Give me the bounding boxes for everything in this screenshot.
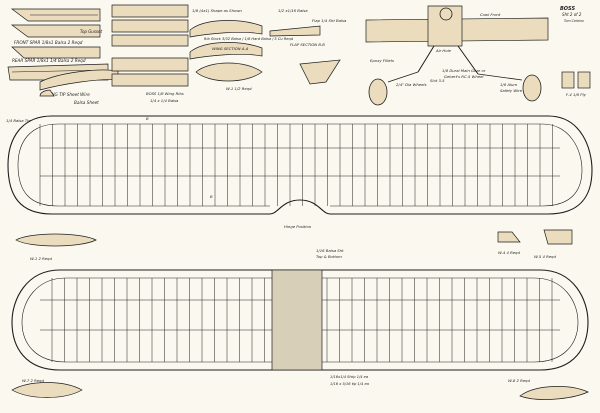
wing-tip-label: WING TIP Sheet Wire bbox=[46, 92, 90, 97]
slot-note-label: Slot 3.5 bbox=[430, 78, 445, 83]
center-sheet2-label: Top & Bottom bbox=[316, 254, 342, 259]
w1-half-label: W-1 1/2 Reqd bbox=[226, 86, 252, 91]
cowl-front-label: Cowl Front bbox=[480, 12, 501, 17]
b-marker-upper: B bbox=[146, 116, 149, 121]
w7-reqd-label: W-7 2 Reqd bbox=[22, 378, 44, 383]
b-marker-lower: B bbox=[210, 194, 213, 199]
trailing-note-label: 1/16x1/4 Strip 1/4 ea bbox=[330, 375, 368, 379]
gear-note-label: 1/8 Dural Main Gear or bbox=[442, 68, 486, 73]
w5-reqd-label: W-5 4 Reqd bbox=[534, 254, 556, 259]
air-hole-label: Air Hole bbox=[435, 48, 452, 53]
center-sheet-label: 1/16 Balsa Sht bbox=[316, 248, 344, 253]
w7-rib-part bbox=[11, 382, 83, 398]
block-sheet: Sht 2 of 2 bbox=[562, 12, 582, 17]
rear-spar-label: REAR SPAR 1/8x1 1/4 Balsa 2 Reqd bbox=[12, 58, 86, 63]
rib-note-label: 1/8 (4x1) Shape as Shown bbox=[192, 8, 242, 13]
block-title: BOSS bbox=[560, 6, 575, 12]
balsa-tip-label: 1/4 Balsa Tip bbox=[6, 118, 31, 123]
flap-section-bb bbox=[269, 25, 321, 37]
w8-rib-part bbox=[519, 386, 589, 400]
rear-spar-part bbox=[11, 46, 101, 59]
wing-section-label: WING SECTION A-A bbox=[212, 46, 249, 51]
flap-section-label: FLAP SECTION B-B bbox=[290, 42, 325, 47]
rib-profile-parts bbox=[39, 59, 341, 97]
hinge-note-label: 1/8 Alum bbox=[500, 82, 517, 87]
w4-w5-parts bbox=[497, 229, 573, 245]
wheel-note-label: 2/4" Dia Wheels bbox=[396, 82, 426, 87]
upper-wing-panel bbox=[7, 115, 593, 215]
block-author: Tom Cerbino bbox=[564, 19, 584, 23]
landing-gear-detail bbox=[365, 5, 591, 106]
w1-rib-part bbox=[15, 233, 97, 247]
f4-note-label: F-4 1/8 Ply bbox=[566, 92, 587, 97]
lower-wing-ribs bbox=[51, 278, 553, 362]
top-gusset-label: Top Gusset bbox=[80, 29, 102, 34]
front-spar-part bbox=[10, 8, 101, 38]
front-spar-label: FRONT SPAR 1/8x1 Balsa 2 Reqd bbox=[14, 40, 83, 45]
rib-stock-label: Rib Stock 3/32 Balsa / 1/8 Hard Balsa / … bbox=[204, 37, 294, 41]
w8-reqd-label: W-8 2 Reqd bbox=[508, 378, 530, 383]
flap-sheet-label: Flap 1/4 Sht Balsa bbox=[312, 18, 347, 23]
w4-reqd-label: W-4 4 Reqd bbox=[498, 250, 520, 255]
trailing-note2-label: 1/16 x 5/16 tip 1/4 ea bbox=[330, 382, 369, 386]
upper-wing-ribs bbox=[39, 124, 553, 206]
safety-wire-label: Safety Wire bbox=[500, 88, 523, 93]
boss-note-label: BOSS 1/8 Wing Ribs bbox=[146, 91, 184, 96]
boss-note2-label: 1/4 x 1/4 Balsa bbox=[150, 98, 179, 103]
flap-note-label: 1/2 x1/16 Balsa bbox=[278, 8, 308, 13]
gear-note2-label: Gebert's RC-5 Wheel bbox=[444, 74, 484, 79]
hinge-position-label: Hinge Position bbox=[284, 224, 312, 229]
lower-wing-panel bbox=[11, 269, 589, 371]
long-strip-part bbox=[111, 4, 189, 87]
epoxy-fillets-label: Epoxy Fillets bbox=[370, 58, 394, 63]
w1-reqd-label: W-1 2 Reqd bbox=[30, 256, 52, 261]
balsa-sheet-label: Balsa Sheet bbox=[74, 100, 99, 105]
wing-section-aa bbox=[189, 20, 263, 60]
